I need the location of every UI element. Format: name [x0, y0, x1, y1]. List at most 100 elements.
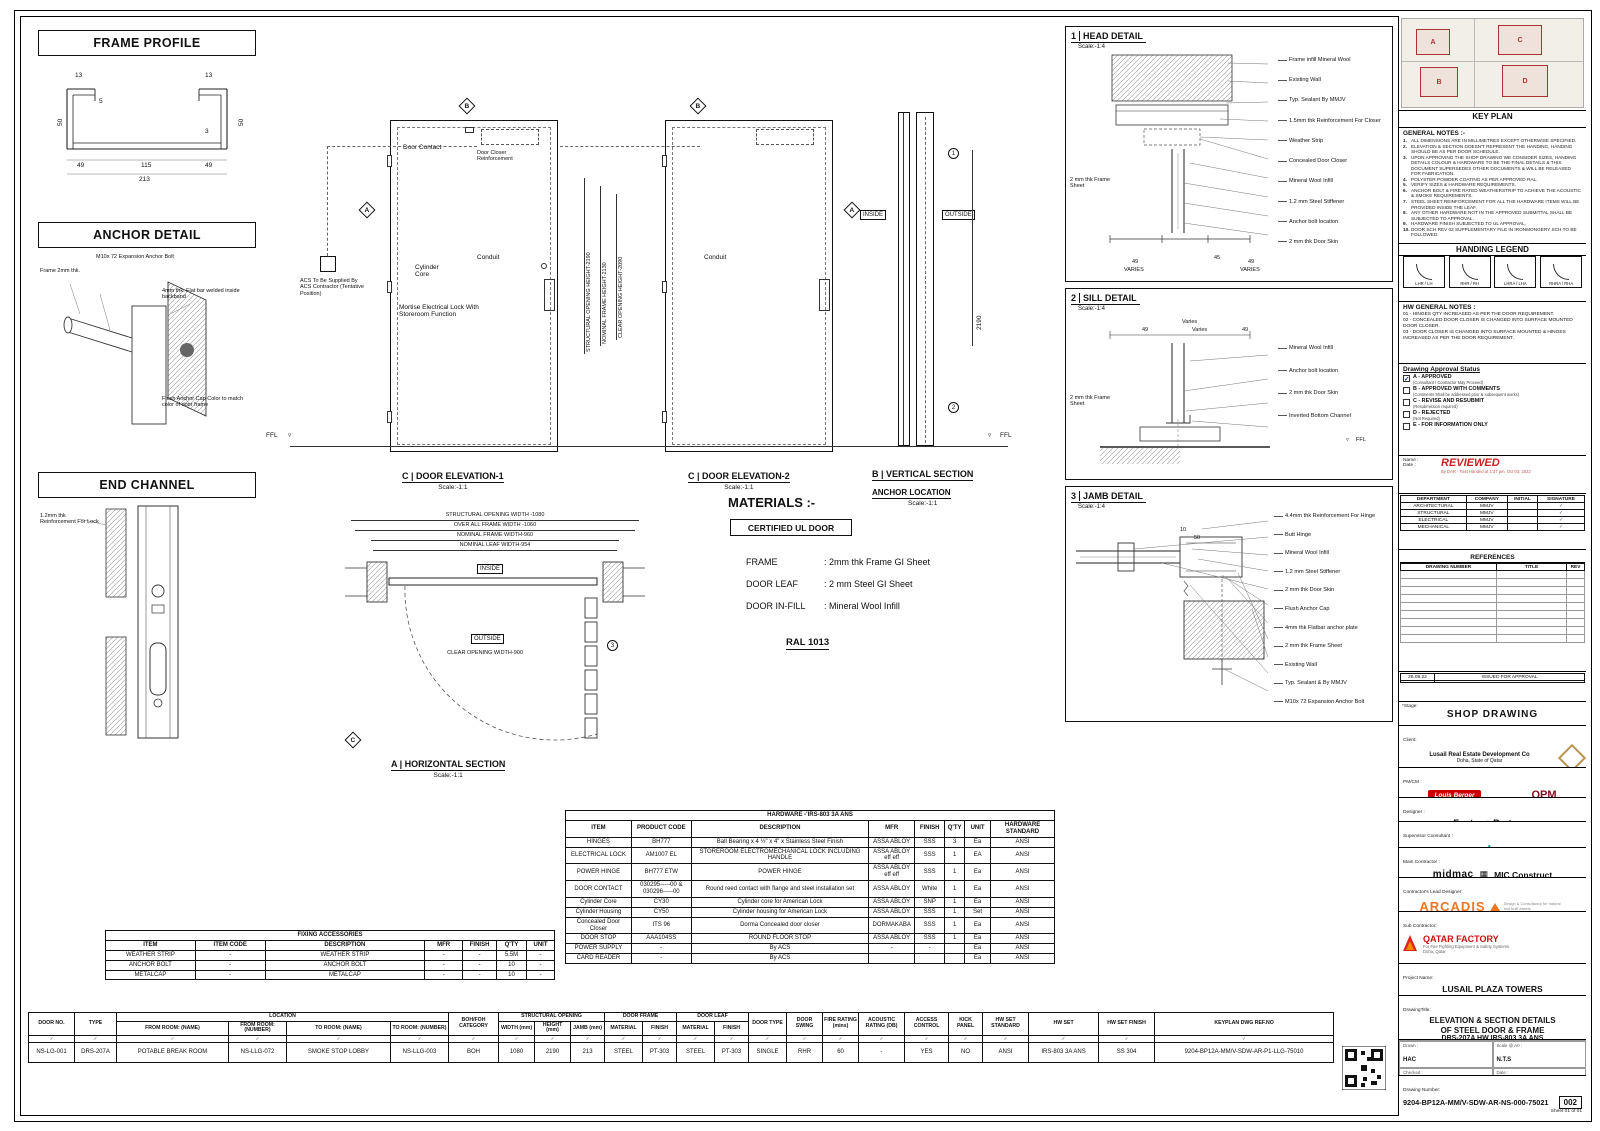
jamb-detail-label-text: Flush Anchor Cap: [1285, 605, 1330, 612]
meta-scale-value: N.T.S: [1496, 1057, 1512, 1063]
general-note: HARDWARE FINISH SUBJECTED TO UL APPROVAL…: [1403, 221, 1582, 227]
key-plan-map: A C B D: [1401, 18, 1584, 108]
hw-cell-qty: 1: [944, 863, 966, 882]
client-name: Lusail Real Estate Development Co: [1429, 752, 1530, 758]
approval-checkbox: ✓: [1403, 374, 1410, 383]
approval-options: ✓ A - APPROVED(Consultant / Contractor M…: [1403, 374, 1582, 430]
drawing-number-label: Drawing Number:: [1403, 1088, 1441, 1093]
approval-option: D - REJECTED(Not Required): [1403, 410, 1582, 421]
vs-dim-line: [972, 150, 973, 346]
fx-header-qty: Q'TY: [496, 939, 527, 951]
reference-row: [1400, 610, 1585, 619]
door2-marker-a-text: A: [849, 206, 855, 214]
end-channel-svg: [79, 505, 179, 739]
approval-checkbox: [1403, 398, 1410, 406]
approval-option-sub: (Consultant / Contractor May Proceed): [1413, 379, 1484, 385]
fixing-table: FIXING ACCESSORIES ITEM ITEM CODE DESCRI…: [105, 930, 555, 981]
sill-detail-num: 2: [1071, 293, 1081, 303]
fx-header-desc: DESCRIPTION: [264, 939, 426, 951]
head-detail-label: Anchor bolt location: [1278, 219, 1390, 225]
sc-door-no: NS-LG-001: [28, 1042, 75, 1064]
issues-section: 26.08.22 ISSUED FOR APPROVAL: [1399, 672, 1586, 702]
drawing-title-label: DrawingTitle:: [1403, 1008, 1431, 1013]
head-dim-45: 45: [1214, 255, 1221, 261]
general-note: VERIFY SIZES & HARDWARE REQUIREMENTS.: [1403, 182, 1582, 188]
sill-detail-title-text: SILL DETAIL: [1083, 293, 1137, 303]
reference-row: [1400, 594, 1585, 603]
door1-contact-label: Door Contact: [403, 144, 442, 151]
vertical-section-strip-2: [916, 112, 934, 446]
arcadis-row: ARCADIS Design & Consultancy for natural…: [1403, 899, 1582, 912]
lead-designer-label: Contractor's Lead Designer:: [1403, 890, 1463, 895]
meta-drawn-label: Drawn :: [1403, 1043, 1419, 1048]
fx-cell-item: ANCHOR BOLT: [105, 959, 196, 971]
schedule-header-row-1: DOOR NO. TYPE LOCATION BOH/FOH CATEGORY …: [28, 1011, 1335, 1037]
references-heading: REFERENCES: [1400, 551, 1585, 563]
hw-cell-unit: Ea: [964, 943, 992, 955]
door1-hinge-mid: [387, 281, 392, 293]
dim-height-left: 50: [57, 118, 64, 126]
head-detail-label-text: Anchor bolt location: [1289, 218, 1339, 225]
stage-section: *Stage: SHOP DRAWING: [1399, 702, 1586, 726]
qatar-factory-flame-icon: [1403, 935, 1417, 951]
meta-scale: Scale @ A0 :N.T.S: [1492, 1041, 1586, 1068]
sc-to-num: NS-LLG-003: [389, 1042, 450, 1064]
sc-height: 2190: [534, 1042, 572, 1064]
approval-option-text: E - FOR INFORMATION ONLY: [1413, 422, 1488, 429]
sc-h-to-num: TO ROOM: (NUMBER): [389, 1020, 450, 1037]
hw-cell-unit: Ea: [964, 896, 992, 908]
key-plan-label-text: KEY PLAN: [1472, 112, 1513, 121]
hw-cell-unit: Set: [964, 906, 992, 918]
arcadis-logo: ARCADIS: [1419, 899, 1486, 912]
drawing-title-line2: OF STEEL DOOR & FRAME: [1440, 1025, 1545, 1035]
sc-h-fire: FIRE RATING (mins): [822, 1011, 860, 1037]
ref-cell-title: [1496, 578, 1567, 587]
certified-ul-door-text: CERTIFIED UL DOOR: [747, 522, 835, 533]
schedule-data-row: NS-LG-001 DRS-207A POTABLE BREAK ROOM NS…: [28, 1042, 1335, 1064]
jamb-detail-label: Butt Hinge: [1274, 532, 1390, 538]
sill-detail-left-label: 2 mm thk Frame Sheet: [1070, 395, 1111, 408]
head-detail-label: Typ. Sealant By MMJV: [1278, 97, 1390, 103]
hs-dim-900: CLEAR OPENING WIDTH-900: [447, 650, 523, 656]
anchor-cap-label: Flush Anchor Cap Color to match color of…: [162, 396, 244, 409]
general-notes-list: ALL DIMENSIONS ARE IN MILLIMETRES EXCEPT…: [1403, 138, 1582, 238]
fx-cell-code: -: [194, 959, 266, 971]
hw-cell-qty: 1: [944, 880, 966, 898]
ref-circle-2: 2: [948, 402, 959, 413]
fixing-table-title: FIXING ACCESSORIES: [105, 930, 555, 941]
department-row: ELECTRICAL MMJV ✓: [1400, 516, 1585, 524]
ref-cell-number: [1400, 586, 1497, 595]
hw-cell-mfr: ASSA ABLOY: [868, 933, 916, 945]
meta-checked-label: Checked :: [1403, 1070, 1423, 1075]
hw-cell-finish: SNP: [914, 896, 946, 908]
qatar-factory-name: QATAR FACTORY: [1423, 934, 1499, 944]
handing-legend-heading-text: HANDING LEGEND: [1456, 245, 1529, 254]
hs-dimline-4: [373, 550, 617, 551]
fx-header-finish: FINISH: [462, 939, 498, 951]
ffl-right-label: FFL: [1000, 432, 1012, 439]
issue-row-2: [1400, 680, 1585, 683]
qatar-factory-row: QATAR FACTORY For Fire Fighting Equipmen…: [1403, 935, 1582, 954]
hw-cell-qty: [944, 953, 966, 965]
ffl-left-triangle: ▿: [288, 432, 292, 439]
drawing-title-line3: DRS-207A HW IRS-803 3A ANS: [1441, 1035, 1544, 1040]
dim-t2: 3: [205, 128, 209, 135]
arcadis-tagline: Design & Consultancy for natural and bui…: [1503, 901, 1561, 911]
height-dim-line-2: [600, 186, 601, 346]
ref-h-title: TITLE: [1496, 563, 1567, 571]
jamb-detail-label-text: Butt Hinge: [1285, 531, 1312, 538]
hw-cell-code: ITS 96: [630, 916, 692, 935]
sc-kick: NO: [948, 1042, 984, 1064]
designer-section: Designer : Foster + Partners: [1399, 798, 1586, 822]
dept-h-company: COMPANY: [1465, 495, 1508, 503]
hardware-row: Cylinder Housing CY50 Cylinder housing f…: [565, 906, 1055, 918]
hw-header-finish: FINISH: [914, 819, 946, 838]
project-name: LUSAIL PLAZA TOWERS: [1442, 984, 1543, 994]
sc-h-hw-std: HW SET STANDARD: [982, 1011, 1030, 1037]
general-note-text: DOOR SCH REV 02 SUPPLEMENTARY FILE IN IR…: [1411, 226, 1577, 238]
client-name-block: Lusail Real Estate Development Co Doha, …: [1403, 752, 1556, 764]
name-label: Name :: [1403, 458, 1419, 463]
ref-cell-number: [1400, 618, 1497, 627]
height-dim-line-1: [584, 178, 585, 354]
